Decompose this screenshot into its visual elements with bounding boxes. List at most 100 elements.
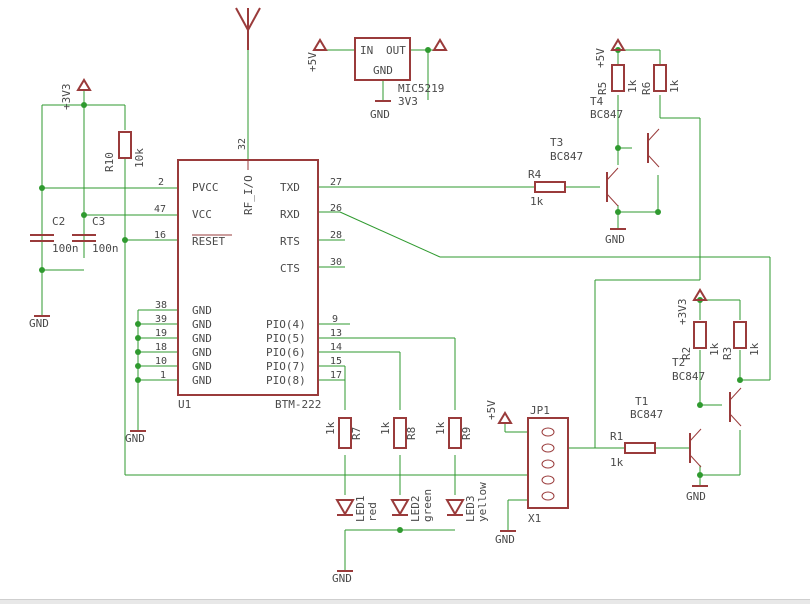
- supply-3v3-right: +3V3: [676, 288, 708, 326]
- gnd-jp1-label: GND: [495, 533, 515, 546]
- u1-pinnum-27: 27: [330, 177, 342, 188]
- u1-gnd-6: GND: [192, 374, 212, 387]
- u1-pio-4: PIO(4): [266, 318, 306, 331]
- r5-value: 1k: [626, 79, 639, 93]
- u1-name: U1: [178, 398, 191, 411]
- u1-pio-8: PIO(8): [266, 374, 306, 387]
- r5-name: R5: [596, 82, 609, 95]
- u1-pinnum-19: 19: [155, 328, 167, 339]
- transistor-t4: T4 BC847: [590, 95, 660, 168]
- capacitor-c3: C3 100n: [72, 215, 119, 255]
- u1-gnd-3: GND: [192, 332, 212, 345]
- junctions: [39, 47, 743, 533]
- transistor-t2: T2 BC847: [672, 356, 742, 427]
- u1-pinnum-10: 10: [155, 356, 167, 367]
- resistor-r5: R5 1k: [596, 64, 639, 95]
- led1-color: red: [366, 502, 379, 522]
- r8-value: 1k: [379, 421, 392, 435]
- capacitor-c2: C2 100n: [30, 215, 79, 255]
- u1-pio-6: PIO(6): [266, 346, 306, 359]
- u1-pinnum-2: 2: [158, 177, 164, 188]
- jp1-sub: X1: [528, 512, 541, 525]
- r2-value: 1k: [708, 342, 721, 356]
- jp1-name: JP1: [530, 404, 550, 417]
- connector-jp1: JP1 X1: [527, 404, 569, 525]
- supply-3v3-reg-out: [432, 38, 448, 51]
- resistor-r10: R10 10k: [103, 131, 146, 172]
- supply-3v3-left-label: +3V3: [60, 84, 73, 111]
- u1-rf-label: RF_I/O: [242, 175, 255, 215]
- u1-gnd-5: GND: [192, 360, 212, 373]
- u1-pinnum-14: 14: [330, 342, 342, 353]
- resistor-r6: R6 1k: [640, 64, 681, 95]
- antenna-symbol: [235, 7, 261, 50]
- supply-5v-reg-label: +5V: [306, 52, 319, 72]
- resistor-r8: 1k R8: [379, 417, 418, 449]
- u1-pin-vcc: VCC: [192, 208, 212, 221]
- resistor-r3: R3 1k: [721, 321, 761, 360]
- u1-pin-reset: RESET: [192, 235, 225, 248]
- u1-pinnum-32: 32: [237, 138, 248, 150]
- r3-value: 1k: [748, 342, 761, 356]
- t4-value: BC847: [590, 108, 623, 121]
- r10-value: 10k: [133, 148, 146, 168]
- led-led2: LED2 green: [390, 489, 434, 522]
- gnd-u1-label: GND: [125, 432, 145, 445]
- gnd-left-label: GND: [29, 317, 49, 330]
- t2-value: BC847: [672, 370, 705, 383]
- bottom-edge-strip: [0, 599, 810, 604]
- r9-name: R9: [460, 427, 473, 440]
- u1-pinnum-9: 9: [332, 314, 338, 325]
- r9-value: 1k: [434, 421, 447, 435]
- resistor-r9: 1k R9: [434, 417, 473, 449]
- u1-pinnum-26: 26: [330, 203, 342, 214]
- r7-name: R7: [350, 427, 363, 440]
- supply-3v3-left: +3V3: [60, 78, 92, 111]
- u1-gnd-1: GND: [192, 304, 212, 317]
- voltage-regulator: IN OUT GND MIC5219 3V3: [354, 37, 444, 108]
- c2-name: C2: [52, 215, 65, 228]
- r8-name: R8: [405, 427, 418, 440]
- u1-gnd-4: GND: [192, 346, 212, 359]
- led-led3: LED3 yellow: [445, 482, 489, 523]
- r2-name: R2: [680, 347, 693, 360]
- u1-pin-rts: RTS: [280, 235, 300, 248]
- r6-value: 1k: [668, 79, 681, 93]
- gnd-reg-label: GND: [370, 108, 390, 121]
- regulator-in-pin: IN: [360, 44, 373, 57]
- supply-5v-t4-label: +5V: [594, 48, 607, 68]
- u1-pinnum-1: 1: [160, 370, 166, 381]
- gnd-t3-label: GND: [605, 233, 625, 246]
- r6-name: R6: [640, 82, 653, 95]
- r3-name: R3: [721, 347, 734, 360]
- supply-5v-jp1-label: +5V: [485, 400, 498, 420]
- regulator-name: MIC5219: [398, 82, 444, 95]
- u1-pinnum-38: 38: [155, 300, 167, 311]
- supply-5v-jp1: +5V: [485, 400, 513, 424]
- c2-value: 100n: [52, 242, 79, 255]
- led1-name: LED1: [354, 496, 367, 523]
- resistor-r7: 1k R7: [324, 417, 363, 449]
- u1-pinnum-47: 47: [154, 204, 166, 215]
- led2-color: green: [421, 489, 434, 522]
- supply-3v3-right-label: +3V3: [676, 299, 689, 326]
- led3-name: LED3: [464, 496, 477, 523]
- u1-pio-5: PIO(5): [266, 332, 306, 345]
- t4-name: T4: [590, 95, 604, 108]
- t3-name: T3: [550, 136, 563, 149]
- gnd-symbols: GND GND GND GND GND GND GND: [29, 100, 708, 585]
- u1-pinnum-28: 28: [330, 230, 342, 241]
- c3-name: C3: [92, 215, 105, 228]
- u1-pinnum-17: 17: [330, 370, 342, 381]
- u1-value: BTM-222: [275, 398, 321, 411]
- regulator-gnd-pin: GND: [373, 64, 393, 77]
- supply-5v-reg: +5V: [306, 38, 328, 72]
- u1-pin-cts: CTS: [280, 262, 300, 275]
- u1-pinnum-15: 15: [330, 356, 342, 367]
- r10-name: R10: [103, 152, 116, 172]
- u1-pinnum-39: 39: [155, 314, 167, 325]
- gnd-led-label: GND: [332, 572, 352, 585]
- u1-pin-rxd: RXD: [280, 208, 300, 221]
- u1-pinnum-30: 30: [330, 257, 342, 268]
